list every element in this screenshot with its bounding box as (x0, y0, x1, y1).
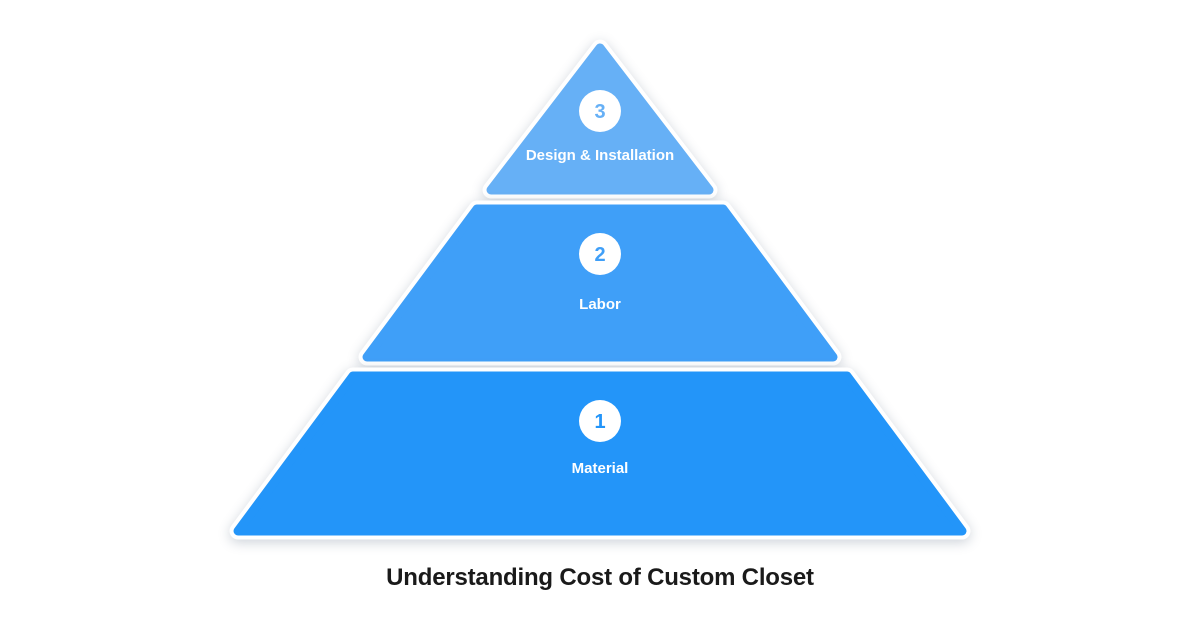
pyramid-level-3: 3 Design & Installation (482, 39, 718, 199)
level-1-label: Material (572, 460, 629, 477)
pyramid-level-1: 1 Material (229, 367, 971, 540)
level-1-number: 1 (594, 411, 605, 433)
page-title: Understanding Cost of Custom Closet (386, 564, 814, 591)
level-1-badge (579, 400, 621, 442)
level-3-number: 3 (594, 101, 605, 123)
level-2-badge (579, 233, 621, 275)
level-1-shape (233, 371, 967, 536)
level-2-label: Labor (579, 296, 621, 313)
pyramid-level-2: 2 Labor (358, 200, 842, 366)
level-2-shape (362, 204, 838, 362)
level-3-badge (579, 90, 621, 132)
level-2-number: 2 (594, 244, 605, 266)
level-3-label: Design & Installation (526, 147, 674, 164)
